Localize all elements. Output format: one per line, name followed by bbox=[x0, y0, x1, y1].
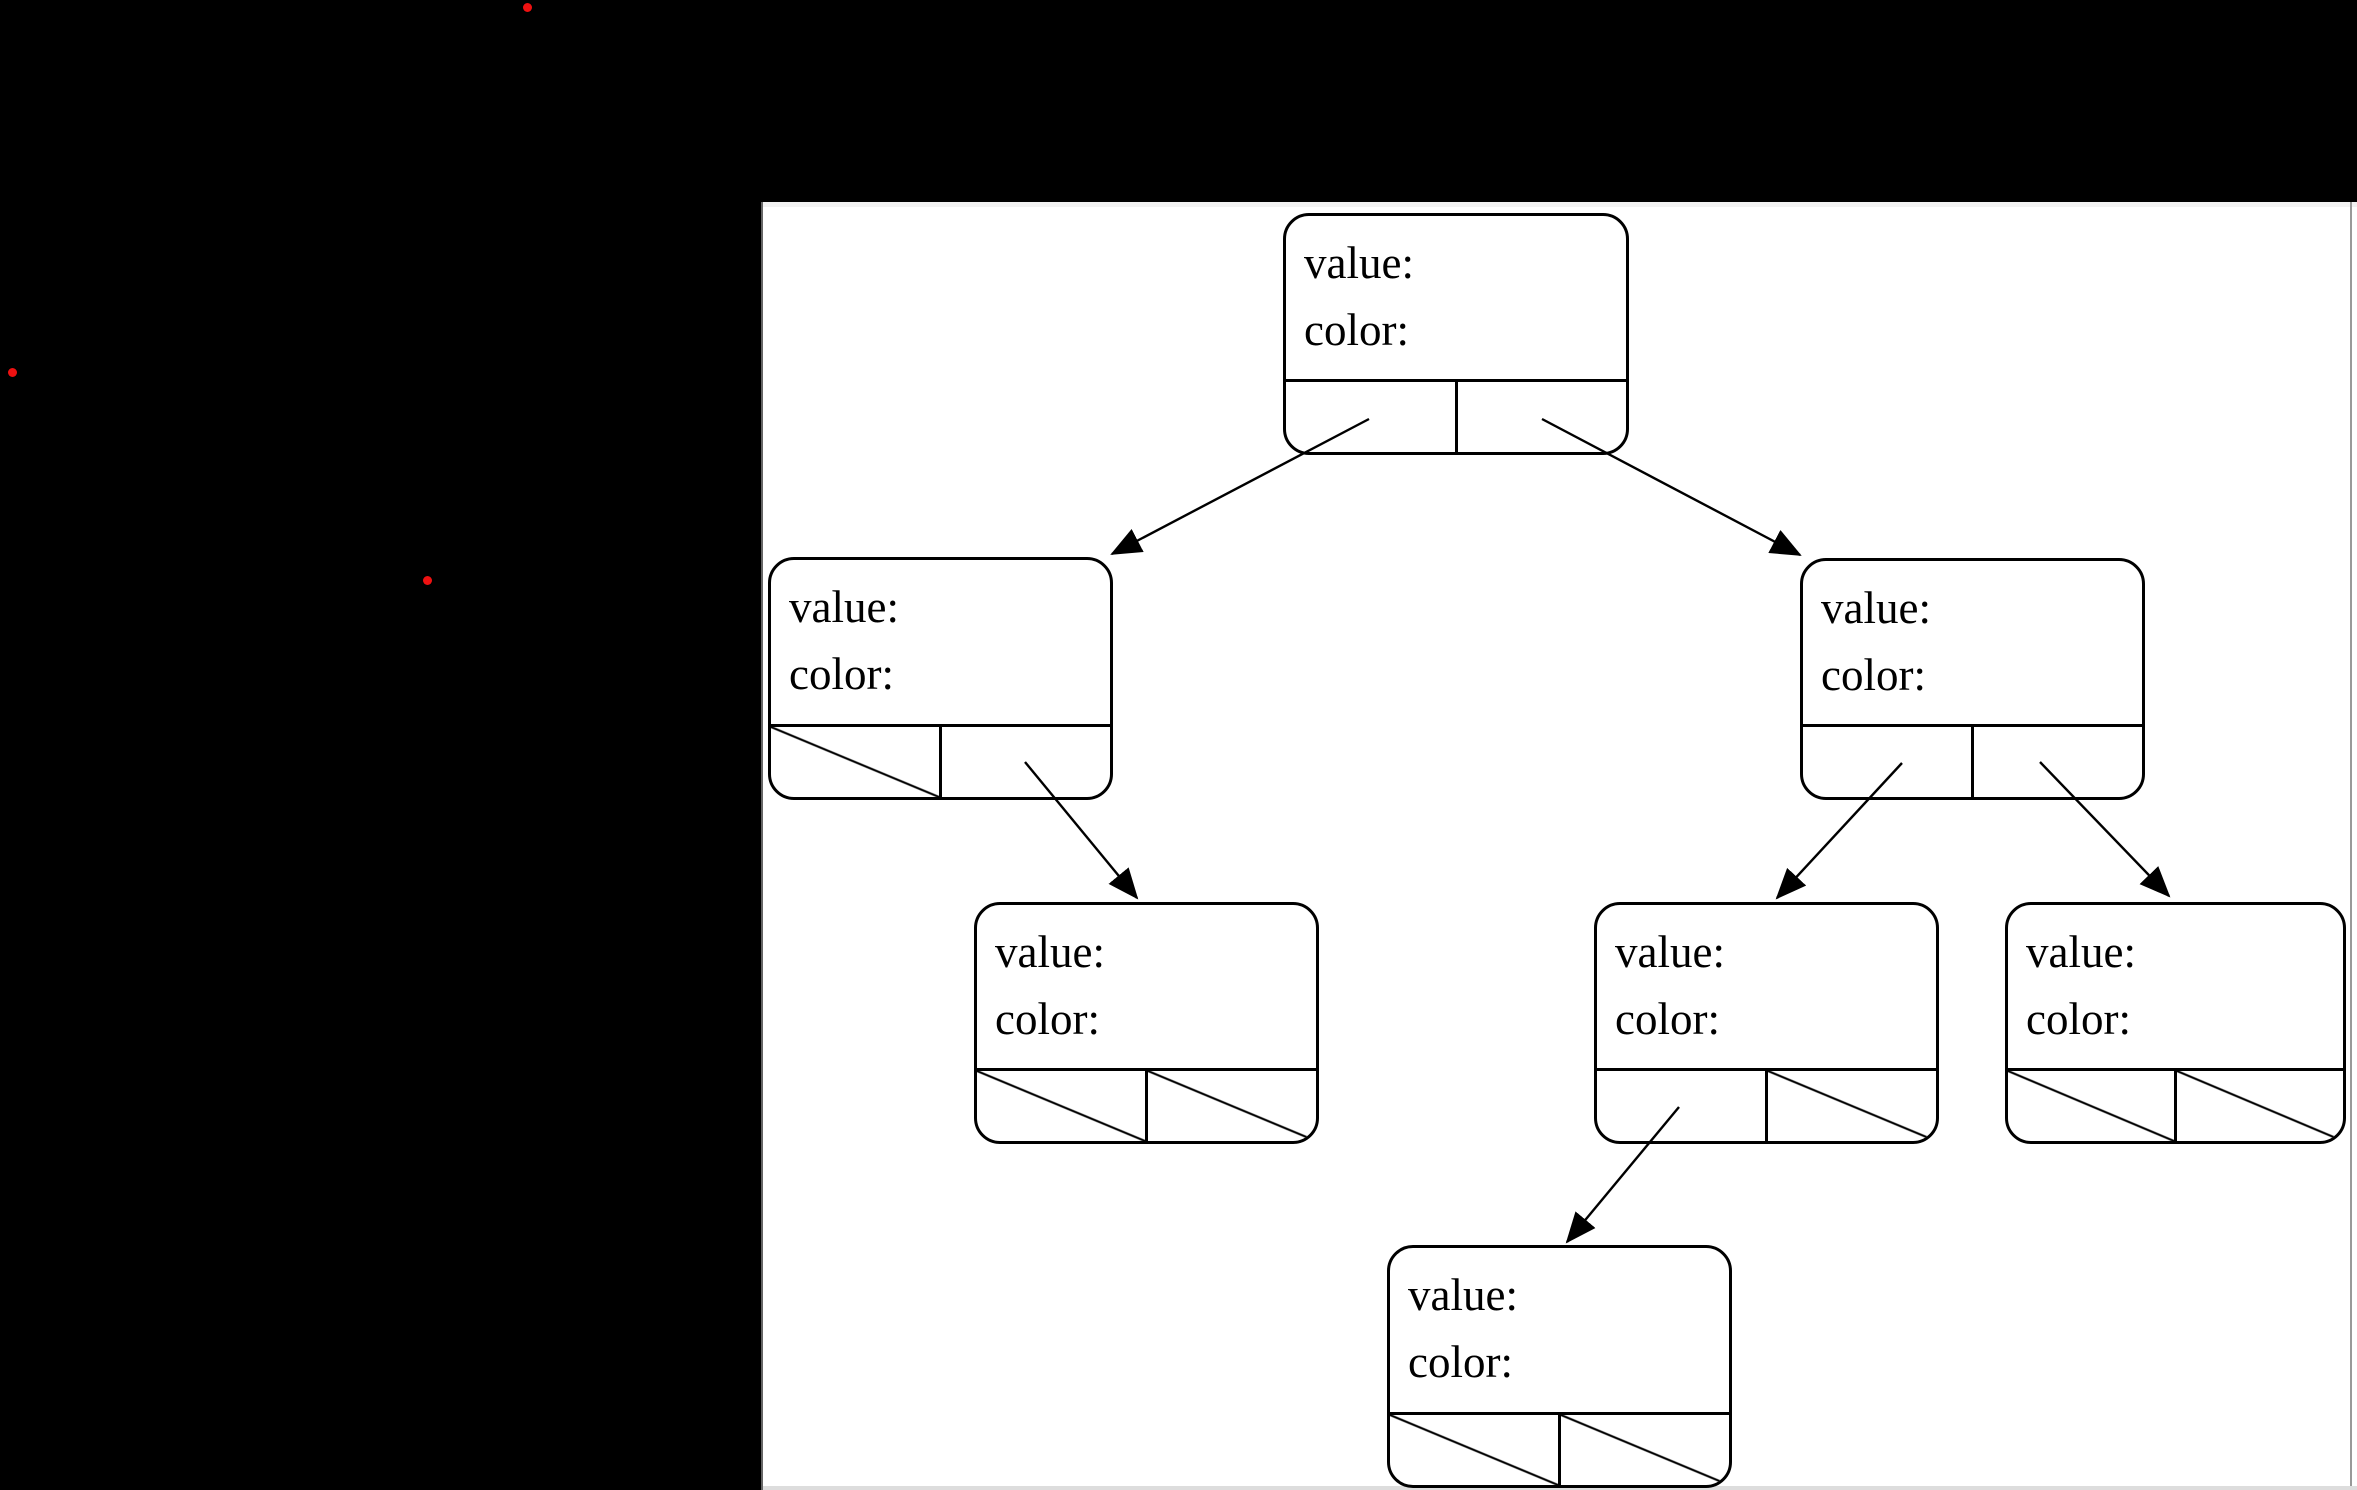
node-color-label: color: bbox=[1615, 994, 1720, 1044]
left-pointer-cell bbox=[1286, 382, 1458, 452]
node-fields: value: color: bbox=[977, 905, 1316, 1068]
node-value-label: value: bbox=[789, 582, 899, 632]
node-value-label: value: bbox=[1821, 583, 1931, 633]
tree-nodes-layer: value: color: value: color: value: color… bbox=[763, 202, 2357, 1490]
page-bottom-edge bbox=[763, 1486, 2357, 1490]
page-right-edge bbox=[2350, 202, 2352, 1486]
red-dot bbox=[8, 368, 17, 377]
node-fields: value: color: bbox=[1597, 905, 1936, 1068]
node-color-label: color: bbox=[1408, 1337, 1513, 1387]
page-top-edge bbox=[763, 202, 2357, 207]
left-pointer-cell bbox=[1390, 1415, 1561, 1485]
node-pointer-row bbox=[771, 724, 1110, 797]
tree-node-root: value: color: bbox=[1283, 213, 1629, 455]
right-pointer-cell bbox=[2177, 1071, 2343, 1141]
right-pointer-cell bbox=[1768, 1071, 1936, 1141]
node-pointer-row bbox=[1390, 1412, 1729, 1485]
tree-node-left-right-grandchild: value: color: bbox=[974, 902, 1319, 1144]
red-dot bbox=[523, 3, 532, 12]
node-fields: value: color: bbox=[1803, 561, 2142, 724]
tree-node-right-left-grandchild: value: color: bbox=[1594, 902, 1939, 1144]
node-color-label: color: bbox=[995, 994, 1100, 1044]
node-pointer-row bbox=[977, 1068, 1316, 1141]
tree-node-right-child: value: color: bbox=[1800, 558, 2145, 800]
node-value-label: value: bbox=[1304, 238, 1414, 288]
node-pointer-row bbox=[1597, 1068, 1936, 1141]
left-pointer-cell bbox=[2008, 1071, 2177, 1141]
tree-node-left-child: value: color: bbox=[768, 557, 1113, 800]
tree-node-bottom-node: value: color: bbox=[1387, 1245, 1732, 1488]
node-color-label: color: bbox=[1304, 305, 1409, 355]
red-dot bbox=[423, 576, 432, 585]
node-pointer-row bbox=[2008, 1068, 2343, 1141]
tree-node-right-right-grandchild: value: color: bbox=[2005, 902, 2346, 1144]
node-color-label: color: bbox=[2026, 994, 2131, 1044]
node-fields: value: color: bbox=[2008, 905, 2343, 1068]
node-pointer-row bbox=[1803, 724, 2142, 797]
document-page: value: color: value: color: value: color… bbox=[761, 202, 2357, 1490]
node-fields: value: color: bbox=[771, 560, 1110, 724]
right-pointer-cell bbox=[942, 727, 1110, 797]
node-value-label: value: bbox=[1408, 1270, 1518, 1320]
left-pointer-cell bbox=[1597, 1071, 1768, 1141]
right-pointer-cell bbox=[1974, 727, 2142, 797]
node-fields: value: color: bbox=[1286, 216, 1626, 379]
node-color-label: color: bbox=[1821, 650, 1926, 700]
node-color-label: color: bbox=[789, 649, 894, 699]
node-value-label: value: bbox=[1615, 927, 1725, 977]
node-value-label: value: bbox=[2026, 927, 2136, 977]
node-pointer-row bbox=[1286, 379, 1626, 452]
right-pointer-cell bbox=[1458, 382, 1627, 452]
left-pointer-cell bbox=[771, 727, 942, 797]
left-pointer-cell bbox=[1803, 727, 1974, 797]
right-pointer-cell bbox=[1148, 1071, 1316, 1141]
right-pointer-cell bbox=[1561, 1415, 1729, 1485]
node-value-label: value: bbox=[995, 927, 1105, 977]
node-fields: value: color: bbox=[1390, 1248, 1729, 1412]
left-pointer-cell bbox=[977, 1071, 1148, 1141]
